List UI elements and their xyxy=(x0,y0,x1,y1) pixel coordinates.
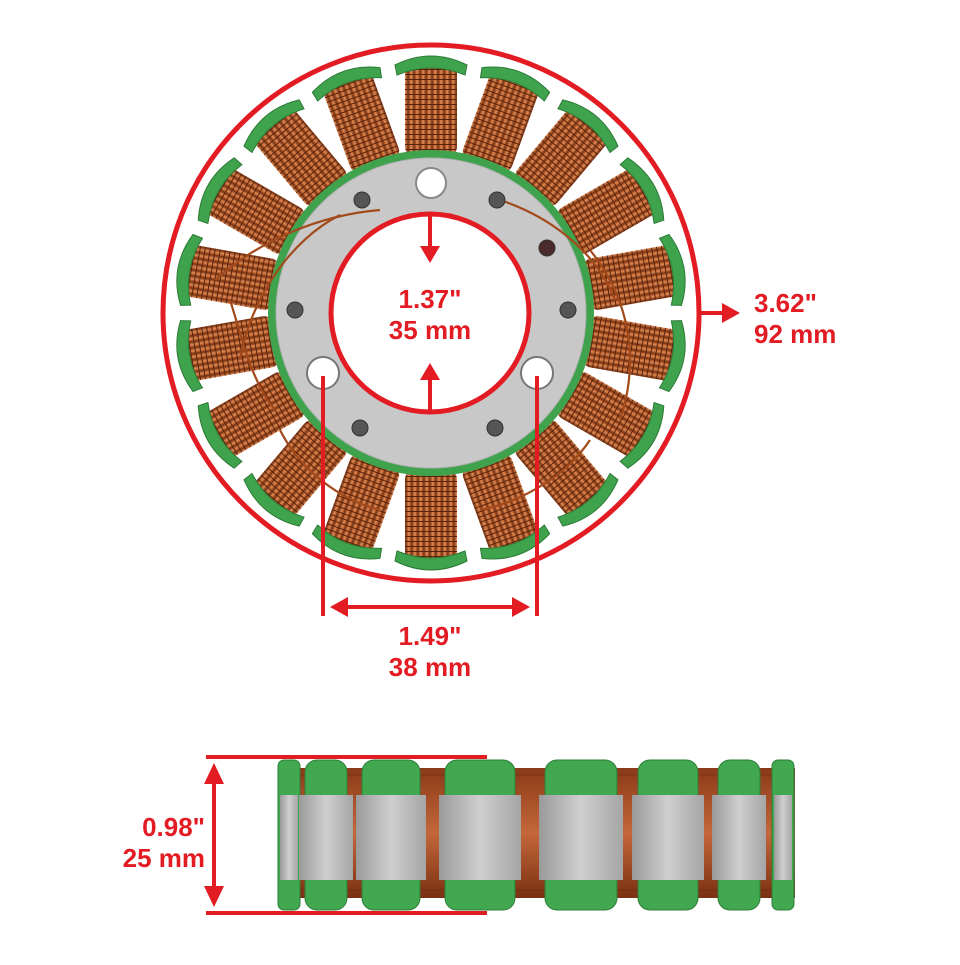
pole xyxy=(176,316,279,393)
height-inches: 0.98" xyxy=(142,812,205,842)
pole xyxy=(243,99,347,206)
pole xyxy=(197,372,305,469)
inner-diameter-circle xyxy=(328,211,532,415)
inner-diameter-label: 1.37" 35 mm xyxy=(380,284,480,346)
small-holes xyxy=(286,191,577,437)
inner-diameter-arrows xyxy=(420,216,440,410)
pole xyxy=(462,66,551,172)
outer-diameter-label: 3.62" 92 mm xyxy=(754,288,836,350)
height-mm: 25 mm xyxy=(122,843,205,873)
side-view-poles xyxy=(277,759,795,911)
side-pole xyxy=(771,759,795,911)
pole xyxy=(394,471,468,571)
bolt-spacing-label: 1.49" 38 mm xyxy=(380,621,480,683)
outer-diameter-mm: 92 mm xyxy=(754,319,837,349)
inner-diameter-inches: 1.37" xyxy=(398,284,462,314)
pole xyxy=(311,66,400,172)
side-pole xyxy=(277,759,301,911)
side-pole xyxy=(632,759,704,911)
pole xyxy=(515,99,619,206)
pole xyxy=(176,233,279,310)
outer-diameter-arrow xyxy=(699,303,740,323)
height-label: 0.98" 25 mm xyxy=(110,812,205,874)
mounting-hole-top xyxy=(415,167,447,199)
bolt-spacing-inches: 1.49" xyxy=(398,621,462,651)
bolt-spacing-mm: 38 mm xyxy=(388,652,472,682)
side-pole xyxy=(439,759,521,911)
pole xyxy=(583,233,686,310)
stator-top-view xyxy=(160,42,740,617)
center-bore xyxy=(331,214,529,412)
pole xyxy=(557,372,665,469)
side-pole xyxy=(299,759,353,911)
pole xyxy=(197,157,305,254)
outer-diameter-inches: 3.62" xyxy=(754,288,817,318)
inner-diameter-mm: 35 mm xyxy=(388,315,472,345)
bolt-spacing-dimension xyxy=(321,376,539,617)
lead-wires xyxy=(214,198,632,512)
side-pole xyxy=(712,759,766,911)
pole xyxy=(394,55,468,155)
height-dimension xyxy=(204,755,487,915)
side-pole xyxy=(539,759,623,911)
stator-side-view xyxy=(204,755,795,915)
side-pole xyxy=(356,759,426,911)
pole xyxy=(557,157,665,254)
pole xyxy=(583,316,686,393)
